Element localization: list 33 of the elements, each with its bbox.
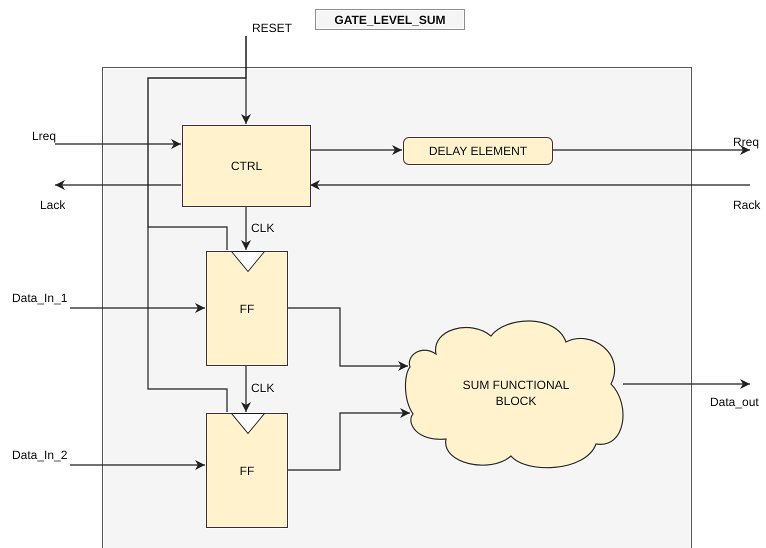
flip-flop-box xyxy=(206,413,288,528)
module-boundary-box xyxy=(102,67,692,548)
node-label: CTRL xyxy=(230,159,262,173)
arrow xyxy=(552,145,750,155)
edge-label: CLK xyxy=(249,221,276,235)
signal-label: RESET xyxy=(246,20,292,36)
signal-label: Lack xyxy=(40,185,66,213)
node-label: SUM FUNCTIONAL BLOCK xyxy=(462,376,570,408)
title-box: GATE_LEVEL_SUM xyxy=(315,9,465,30)
node-label: FF xyxy=(240,464,254,478)
arrow xyxy=(310,145,402,155)
arrow xyxy=(287,307,408,371)
flip-flop-box xyxy=(206,251,288,366)
signal-label: Data_In_1 xyxy=(12,290,68,308)
arrow xyxy=(55,180,181,190)
connector-line xyxy=(147,36,247,412)
arrow xyxy=(241,365,251,412)
controller-box xyxy=(182,125,311,207)
signal-label: Data_In_2 xyxy=(12,447,68,465)
arrow xyxy=(287,408,410,471)
edge-label: CLK xyxy=(249,381,276,395)
node-label: FF xyxy=(240,302,254,316)
arrow xyxy=(70,460,205,470)
signal-label: Data_out xyxy=(710,384,759,412)
arrow xyxy=(241,206,251,250)
signal-label: Rreq xyxy=(733,134,760,150)
arrow xyxy=(55,139,181,149)
arrow xyxy=(70,303,205,313)
node-label: DELAY ELEMENT xyxy=(428,144,528,158)
signal-label: Lreq xyxy=(32,128,56,144)
arrow xyxy=(310,180,750,190)
signal-label: Rack xyxy=(733,185,760,213)
delay-element-box xyxy=(403,137,553,165)
